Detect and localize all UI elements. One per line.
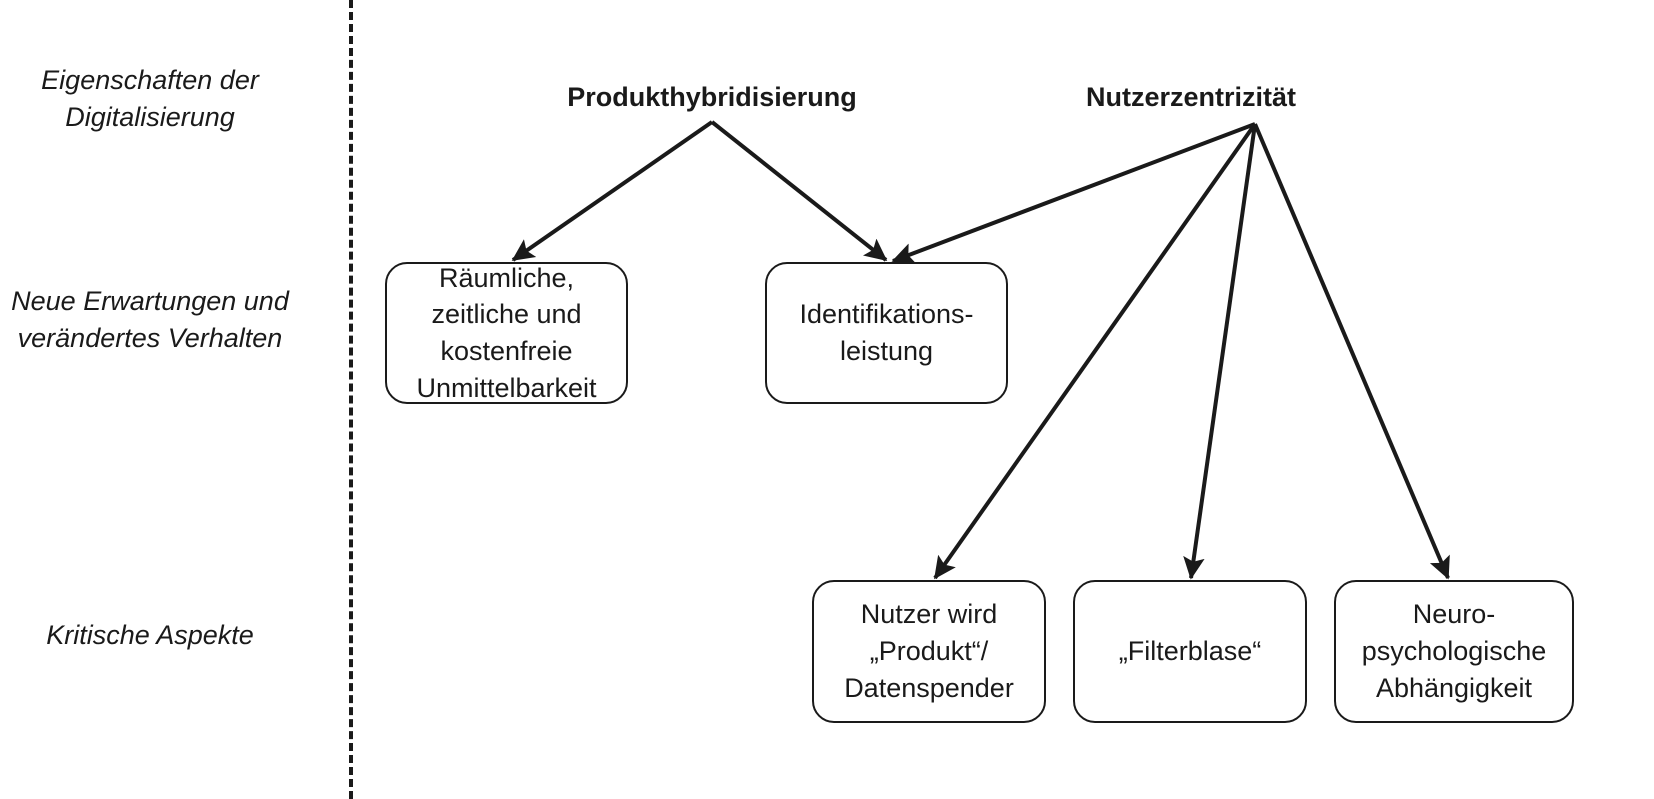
node-label-neuro-psychologische-abhaengigkeit: Neuro- psychologische Abhängigkeit <box>1361 599 1547 703</box>
node-label-identifikationsleistung: Identifikations- leistung <box>799 299 974 366</box>
edge-ph-to-unmittelbarkeit <box>511 120 714 262</box>
row-label-neue-erwartungen-und-veraendertes-verhalten: Neue Erwartungen und verändertes Verhalt… <box>11 286 289 354</box>
node-label-raeumliche-zeitliche-kostenfreie-unmittelbarkeit: Räumliche, zeitliche und kostenfreie Unm… <box>416 262 597 403</box>
node-box-nutzer-wird-produkt-datenspender[interactable]: Nutzer wird „Produkt“/ Datenspender <box>812 580 1046 723</box>
row-label-eigenschaften-der-digitalisierung: Eigenschaften der Digitalisierung <box>41 65 259 133</box>
node-box-neuro-psychologische-abhaengigkeit[interactable]: Neuro- psychologische Abhängigkeit <box>1334 580 1574 723</box>
hub-label-nutzerzentrizitaet: Nutzerzentrizität <box>1085 82 1296 112</box>
node-label-filterblase: „Filterblase“ <box>1118 636 1262 667</box>
node-box-identifikationsleistung[interactable]: Identifikations- leistung <box>765 262 1008 404</box>
edge-ph-to-identifikation <box>710 120 888 262</box>
node-box-raeumliche-zeitliche-kostenfreie-unmittelbarkeit[interactable]: Räumliche, zeitliche und kostenfreie Unm… <box>385 262 628 404</box>
node-label-nutzer-wird-produkt-datenspender: Nutzer wird „Produkt“/ Datenspender <box>844 599 1014 703</box>
section-divider <box>349 0 353 799</box>
row-label-kritische-aspekte: Kritische Aspekte <box>46 620 254 650</box>
edge-nz-to-filterblase <box>1183 123 1257 580</box>
edge-nz-to-identifikation <box>891 122 1256 264</box>
node-box-filterblase[interactable]: „Filterblase“ <box>1073 580 1307 723</box>
edge-nz-to-neuropsychologische <box>1253 123 1450 580</box>
hub-label-produkthybridisierung: Produkthybridisierung <box>567 82 857 112</box>
